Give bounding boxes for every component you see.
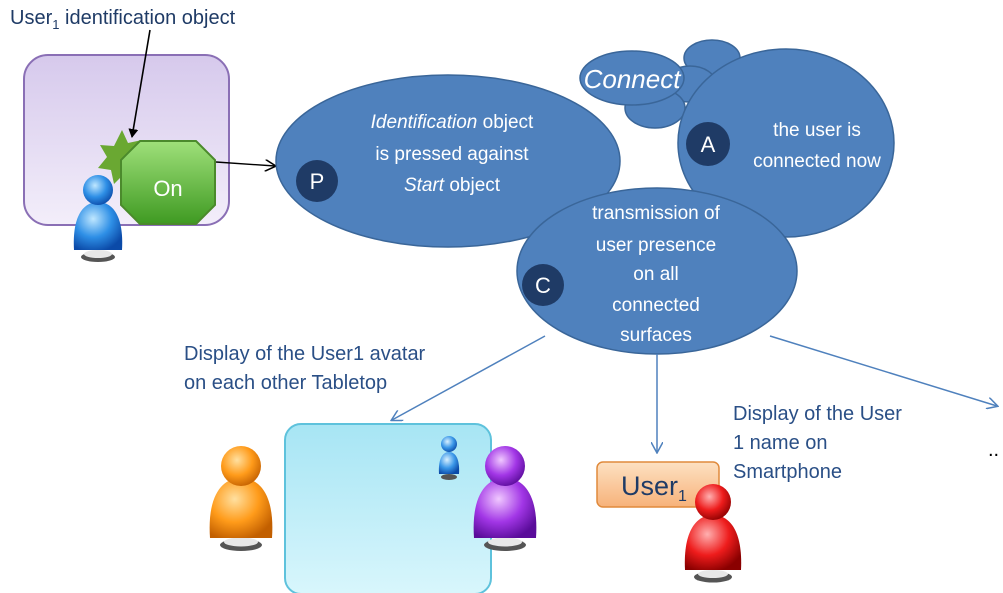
bubble-a (677, 48, 895, 238)
arrow-to-others (769, 335, 997, 406)
bubble-p-line1-rest: object (477, 112, 534, 133)
user1-name-tag (596, 461, 720, 508)
bubble-p-line3: Start object (404, 175, 501, 196)
bubble-c-line4: connected (612, 295, 700, 316)
badge-c-label: C (535, 273, 551, 298)
bubble-a-line2: connected now (753, 151, 881, 172)
user-tag-text: User (621, 471, 678, 501)
user1-name-tag-label: User1 (621, 471, 687, 505)
user1-avatar-small-icon (438, 436, 460, 480)
on-button[interactable] (120, 140, 216, 225)
label-suffix: identification object (59, 7, 236, 29)
bubble-p-line3-italic: Start (404, 175, 445, 196)
user-orange-icon (209, 446, 273, 551)
identification-object-label: User1 identification object (10, 6, 235, 37)
bubble-c-line1: transmission of (592, 203, 720, 224)
badge-a (686, 122, 730, 166)
bubble-c-line2: user presence (596, 235, 716, 256)
panel-to-bubble-arrow (215, 162, 275, 166)
more-surfaces-ellipsis: .. (988, 439, 1000, 461)
bubble-c-line3: on all (633, 264, 678, 285)
bubble-p-line1: Identification object (371, 112, 534, 133)
smartphone-display-caption: Display of the User 1 name on Smartphone (733, 400, 902, 487)
smartphone-caption-line1: Display of the User (733, 403, 902, 425)
bubble-a-line1: the user is (773, 120, 861, 141)
avatar-caption-line2: on each other Tabletop (184, 372, 388, 394)
badge-p (296, 160, 338, 202)
bubble-p-line2: is pressed against (375, 144, 529, 165)
bubble-p-line1-italic: Identification (371, 112, 478, 133)
badge-a-label: A (701, 132, 716, 157)
user-tag-subscript: 1 (678, 488, 687, 505)
bubble-p (275, 74, 621, 248)
user-blue-icon (73, 175, 123, 262)
label-prefix: User (10, 7, 53, 29)
connect-thought-cluster (579, 39, 741, 129)
on-button-label: On (153, 176, 182, 201)
user-red-icon (684, 484, 742, 583)
badge-c (522, 264, 564, 306)
badge-p-label: P (310, 169, 325, 194)
label-subscript: 1 (52, 17, 60, 32)
arrow-to-tabletop (392, 335, 546, 420)
tabletop-surface (284, 423, 492, 593)
bubble-p-line3-rest: object (444, 175, 501, 196)
connect-label: Connect (584, 64, 683, 94)
smartphone-caption-line3: Smartphone (733, 461, 842, 483)
bubble-c-line5: surfaces (620, 325, 692, 346)
avatar-caption-line1: Display of the User1 avatar (184, 343, 426, 365)
avatar-display-caption: Display of the User1 avatar on each othe… (184, 340, 425, 398)
user-purple-icon (473, 446, 537, 551)
smartphone-caption-line2: 1 name on (733, 432, 828, 454)
identification-pointer-arrow (128, 29, 151, 138)
